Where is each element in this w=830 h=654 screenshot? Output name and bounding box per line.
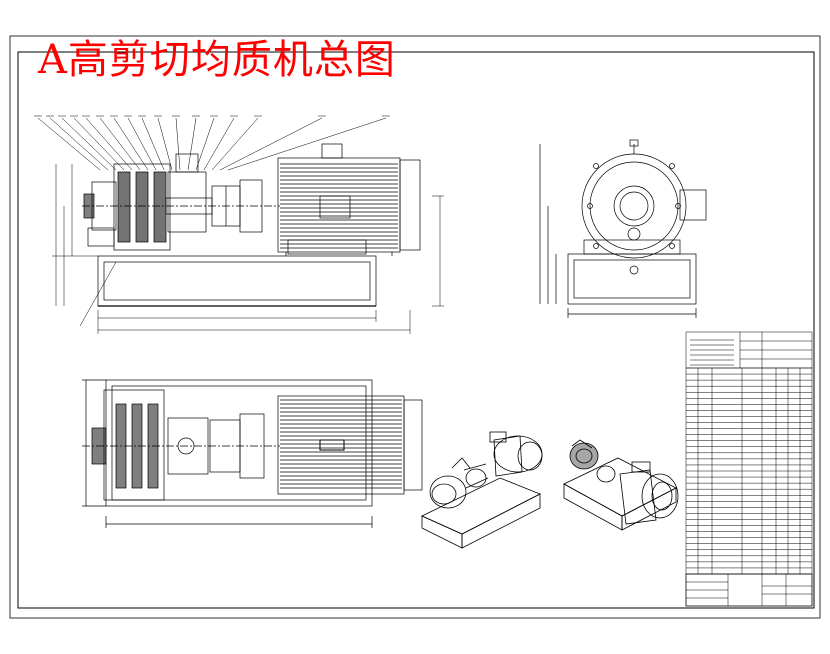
leader-line xyxy=(79,261,117,327)
top-view xyxy=(82,379,423,528)
leader-lines xyxy=(34,115,390,327)
side-motor-outline xyxy=(581,153,687,259)
leader-line xyxy=(61,117,117,171)
leader-line xyxy=(37,117,101,171)
leader-line xyxy=(219,117,323,171)
bolt-hole xyxy=(593,163,599,169)
leader-line xyxy=(99,117,141,171)
leader-line xyxy=(113,117,149,171)
leader-line xyxy=(73,117,125,171)
dimensions-front xyxy=(52,164,444,334)
leader-line xyxy=(49,117,109,171)
technical-notes xyxy=(690,339,734,366)
motor-front xyxy=(277,143,421,256)
leader-line xyxy=(127,117,157,171)
leader-line xyxy=(141,117,165,171)
isometric-view-left xyxy=(421,431,543,549)
leader-line xyxy=(175,117,181,171)
front-section-view xyxy=(34,115,444,334)
base-frame xyxy=(97,255,377,307)
drawing-title: A高剪切均质机总图 xyxy=(38,37,396,83)
leader-line xyxy=(203,117,235,171)
leader-line xyxy=(187,117,197,171)
bolt-hole xyxy=(587,203,593,209)
leader-line xyxy=(227,117,387,171)
bolt-hole xyxy=(675,203,681,209)
top-base xyxy=(105,379,373,507)
leader-line xyxy=(211,117,259,171)
side-base xyxy=(567,253,697,305)
bolt-hole xyxy=(593,243,599,249)
isometric-view-right xyxy=(563,439,679,531)
side-view xyxy=(539,139,707,318)
motor-top xyxy=(277,395,405,495)
leader-line xyxy=(195,117,215,171)
leader-line xyxy=(85,117,133,171)
bolt-hole xyxy=(669,243,675,249)
bolt-hole xyxy=(669,163,675,169)
outer-border xyxy=(9,35,821,619)
parts-list-table xyxy=(685,331,813,607)
pump-head-front xyxy=(83,163,171,251)
inner-frame xyxy=(17,51,815,609)
leader-line xyxy=(157,117,173,171)
